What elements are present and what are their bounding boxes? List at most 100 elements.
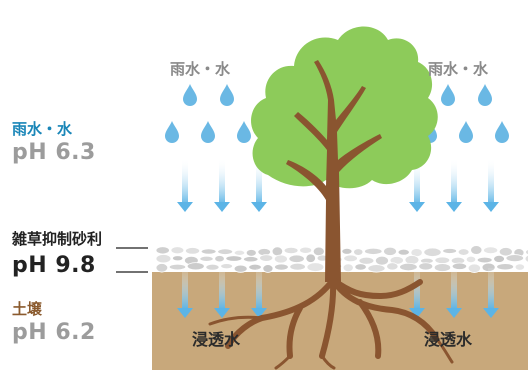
down-arrow-icon <box>214 202 230 212</box>
water-drop-icon <box>495 121 509 143</box>
seepage-arrows <box>177 268 499 318</box>
water-drop-icon <box>165 121 179 143</box>
seep-label-left: 浸透水 <box>192 330 241 349</box>
gravel-icon <box>274 263 289 271</box>
gravel-icon <box>483 246 499 255</box>
gravel-icon <box>259 254 274 262</box>
gravel-icon <box>305 253 316 263</box>
down-arrow-icon <box>177 308 193 318</box>
legend-gravel-title: 雑草抑制砂利 <box>12 230 103 248</box>
gravel-icon <box>168 263 187 271</box>
rain-drops-left <box>165 84 251 143</box>
gravel-icon <box>467 263 481 274</box>
tree-roots <box>225 277 439 359</box>
gravel-icon <box>225 255 243 262</box>
down-arrow-icon <box>483 202 499 212</box>
gravel-icon <box>199 255 214 262</box>
gravel-icon <box>243 256 259 263</box>
seep-label-right: 浸透水 <box>424 330 473 349</box>
legend-soil-ph: pH 6.2 <box>12 320 96 345</box>
gravel-icon <box>496 263 515 271</box>
gravel-icon <box>383 246 397 256</box>
gravel-icon <box>289 262 306 271</box>
water-drop-icon <box>478 84 492 106</box>
gravel-icon <box>367 264 386 273</box>
gravel-icon <box>465 255 477 264</box>
gravel-icon <box>514 263 525 271</box>
gravel-icon <box>451 262 468 270</box>
gravel-icon <box>262 264 274 273</box>
gravel-icon <box>205 263 220 271</box>
gravel-icon <box>358 256 375 265</box>
gravel-icon <box>470 245 483 255</box>
gravel-icon <box>423 247 442 257</box>
gravel-icon <box>397 248 410 256</box>
gravel-icon <box>271 246 284 257</box>
gravel-icon <box>233 264 248 273</box>
gravel-icon <box>155 246 170 255</box>
gravel-icon <box>399 262 418 272</box>
gravel-icon <box>185 247 201 255</box>
water-drop-icon <box>441 84 455 106</box>
gravel-icon <box>353 248 364 256</box>
rain-arrows <box>177 158 499 212</box>
gravel-icon <box>306 262 325 272</box>
gravel-icon <box>442 248 458 254</box>
gravel-icon <box>341 248 353 255</box>
down-arrow-icon <box>446 202 462 212</box>
legend-soil-title: 土壌 <box>12 300 43 318</box>
gravel-icon <box>418 262 434 271</box>
gravel-icon <box>299 246 313 254</box>
down-arrow-icon <box>251 202 267 212</box>
gravel-icon <box>386 262 399 271</box>
down-arrow-icon <box>214 308 230 318</box>
gravel-icon <box>457 248 470 256</box>
gravel-icon <box>476 256 493 264</box>
gravel-icon <box>217 248 234 255</box>
down-arrow-icon <box>409 202 425 212</box>
gravel-icon <box>433 263 452 272</box>
gravel-icon <box>186 262 205 271</box>
gravel-icon <box>342 263 354 273</box>
gravel-icon <box>155 254 172 264</box>
gravel-icon <box>375 255 389 266</box>
gravel-icon <box>172 255 184 262</box>
water-drop-icon <box>459 121 473 143</box>
water-drop-icon <box>237 121 251 143</box>
gravel-icon <box>312 246 325 257</box>
down-arrow-icon <box>251 308 267 318</box>
gravel-layer <box>155 245 528 274</box>
gravel-icon <box>220 263 234 270</box>
gravel-icon <box>155 263 169 273</box>
gravel-icon <box>493 254 505 263</box>
tree-icon <box>208 26 454 370</box>
gravel-icon <box>283 246 299 255</box>
gravel-icon <box>233 249 246 256</box>
gravel-icon <box>245 249 257 257</box>
gravel-icon <box>288 254 305 263</box>
down-arrow-icon <box>409 308 425 318</box>
gravel-icon <box>214 255 225 263</box>
gravel-icon <box>505 254 525 263</box>
gravel-icon <box>498 247 513 257</box>
down-arrow-icon <box>483 308 499 318</box>
legend-rain-ph: pH 6.3 <box>12 140 96 165</box>
gravel-icon <box>525 249 528 256</box>
down-arrow-icon <box>446 308 462 318</box>
water-drop-icon <box>201 121 215 143</box>
rain-label-left: 雨水・水 <box>170 60 231 78</box>
gravel-icon <box>273 254 288 264</box>
legend-rain-title: 雨水・水 <box>12 120 73 138</box>
gravel-icon <box>354 263 367 271</box>
water-drop-icon <box>183 84 197 106</box>
gravel-icon <box>200 248 217 255</box>
legend-gravel-ph: pH 9.8 <box>12 253 96 278</box>
gravel-icon <box>524 254 528 263</box>
gravel-icon <box>434 256 451 264</box>
gravel-icon <box>170 246 185 255</box>
gravel-icon <box>364 247 383 255</box>
down-arrow-icon <box>177 202 193 212</box>
rain-label-right: 雨水・水 <box>428 60 489 78</box>
tree-trunk <box>286 60 382 282</box>
